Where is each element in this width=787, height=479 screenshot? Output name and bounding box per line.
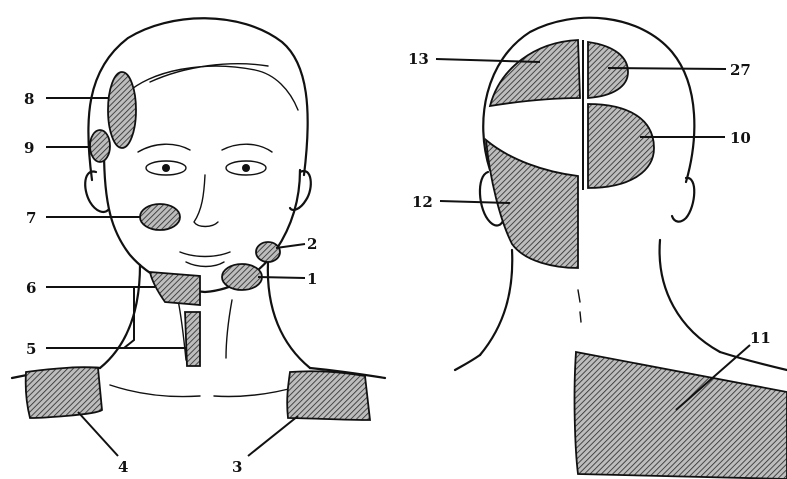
label-13: 13 xyxy=(408,50,429,68)
label-7: 7 xyxy=(26,209,36,227)
front-view: 8 9 7 6 5 4 3 2 1 xyxy=(12,18,385,476)
collarbone-left xyxy=(110,385,200,397)
zone-13-crown xyxy=(490,40,580,106)
zone-5-throat xyxy=(185,312,200,366)
zone-3-right-shoulder xyxy=(287,371,370,420)
back-right-ear xyxy=(672,178,694,222)
zone-6-chin xyxy=(150,272,200,305)
label-9: 9 xyxy=(24,139,34,157)
zone-8-temple xyxy=(108,72,136,148)
left-pupil xyxy=(162,164,170,172)
zone-4-left-shoulder xyxy=(26,367,102,418)
label-5: 5 xyxy=(26,340,36,358)
label-10: 10 xyxy=(730,129,751,147)
leader-4 xyxy=(78,412,118,456)
zone-2-jaw xyxy=(256,242,280,262)
zone-10-occipital xyxy=(588,104,654,188)
front-hair-fringe xyxy=(125,66,298,110)
label-3: 3 xyxy=(232,458,242,476)
face-outline xyxy=(104,150,300,292)
zone-27-top xyxy=(588,42,628,98)
right-eyebrow xyxy=(222,144,272,152)
leader-3 xyxy=(248,416,298,456)
leader-27 xyxy=(608,68,726,69)
label-4: 4 xyxy=(118,458,128,476)
zone-1-jaw-lower xyxy=(222,264,262,290)
label-1: 1 xyxy=(307,270,317,288)
label-8: 8 xyxy=(24,90,34,108)
lower-lip xyxy=(186,262,224,267)
zone-11-upper-back xyxy=(575,352,787,479)
right-pupil xyxy=(242,164,250,172)
back-view: 13 27 10 12 11 xyxy=(408,18,787,479)
label-27: 27 xyxy=(730,61,751,79)
leader-1 xyxy=(258,277,305,278)
back-neck-left xyxy=(480,250,512,355)
zone-9-ear-front xyxy=(90,130,110,162)
neck-line-2 xyxy=(226,300,232,358)
mouth xyxy=(180,252,230,257)
nose xyxy=(194,175,218,227)
left-eyebrow xyxy=(138,144,190,152)
label-12: 12 xyxy=(412,193,433,211)
back-spine xyxy=(578,290,581,322)
zone-7-cheek xyxy=(140,204,180,230)
label-11: 11 xyxy=(750,329,771,347)
back-neck-right xyxy=(660,240,720,352)
zone-12-neck-back xyxy=(486,140,578,268)
label-2: 2 xyxy=(307,235,317,253)
label-6: 6 xyxy=(26,279,36,297)
